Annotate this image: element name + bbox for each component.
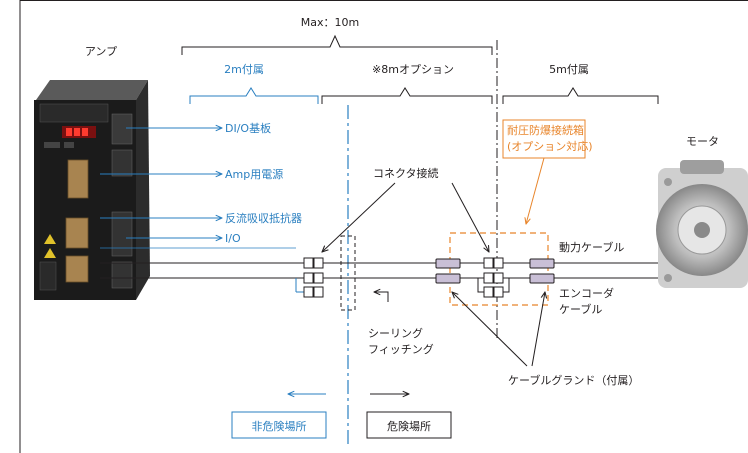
brace-8m [321, 87, 493, 104]
brace-2m [189, 87, 319, 104]
max-length-label: Max：10m [301, 16, 359, 29]
amp-side-connectors [303, 257, 324, 298]
explosion-box-outline [449, 232, 549, 306]
encoder-cable-label-2: ケーブル [559, 302, 602, 316]
explosion-box-callout-frame [502, 119, 586, 159]
gland-arrow-right [531, 292, 545, 367]
hazardous-zone-label: 危険場所 [387, 420, 431, 433]
power-cable-label: 動力ケーブル [559, 240, 624, 254]
motor-image [656, 160, 748, 288]
cable-glands [435, 258, 555, 284]
connector-joint-label: コネクタ接続 [373, 166, 439, 180]
hazardous-zone-box [366, 411, 452, 439]
callout-dio-label: DI/O基板 [225, 121, 271, 135]
sealing-label-1: シーリング [368, 326, 423, 340]
sealing-fitting-arrow [374, 292, 389, 302]
gland-arrow-left [452, 292, 528, 367]
brace-5m [502, 87, 659, 104]
callout-io-label: I/O [225, 232, 241, 245]
sealing-label-2: フィッチング [368, 342, 434, 356]
motor-title: モータ [686, 135, 719, 148]
encoder-cable-label-1: エンコーダ [559, 286, 614, 300]
segment-8m-label: ※8mオプション [372, 63, 454, 76]
connector-joint-arrow-right [451, 182, 489, 252]
callout-power-label: Amp用電源 [225, 167, 283, 181]
cable-gland-label: ケーブルグランド（付属） [508, 373, 639, 387]
junction-connectors [477, 257, 510, 298]
max-length-brace [181, 34, 493, 55]
callout-resistor-label: 反流吸収抵抗器 [225, 211, 302, 225]
segment-2m-label: 2m付属 [224, 63, 264, 76]
amplifier-image [34, 80, 150, 300]
safe-zone-box [231, 411, 327, 439]
connector-joint-arrow-left [322, 182, 396, 252]
amp-title: アンプ [85, 45, 117, 58]
explosion-box-arrow [526, 157, 545, 224]
safe-zone-label: 非危険場所 [252, 420, 307, 433]
explosion-box-line1: 耐圧防爆接続箱 [507, 123, 584, 137]
explosion-box-line2: (オプション対応) [507, 139, 593, 153]
segment-5m-label: 5m付属 [549, 63, 589, 76]
sealing-fitting-box [340, 235, 356, 311]
